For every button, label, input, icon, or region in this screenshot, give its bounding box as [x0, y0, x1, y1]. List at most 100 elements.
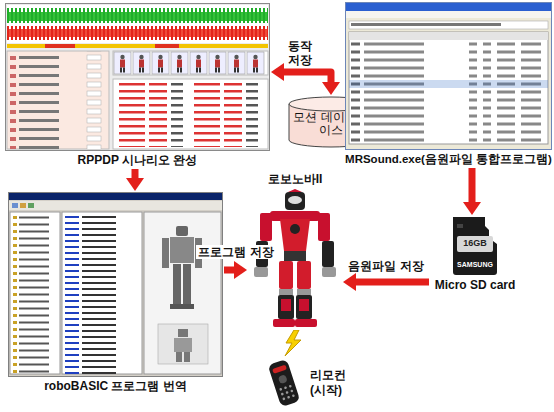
- software-screenshot-part: [349, 21, 548, 29]
- arrow-shaft: [469, 168, 476, 204]
- remote-control-part: [278, 374, 288, 384]
- software-screenshot: roboBASIC 프로그램 번역: [8, 192, 223, 394]
- software-screenshot-part: [12, 203, 18, 208]
- robot-figure-part: [273, 319, 295, 327]
- arrow-head: [126, 178, 144, 191]
- software-screenshot: [5, 3, 270, 151]
- remote-control-part: [268, 359, 301, 407]
- sd-card-part: [457, 236, 493, 252]
- connector-arrow: [224, 261, 247, 279]
- arrow-head: [271, 63, 284, 81]
- software-screenshot-part: [182, 304, 194, 309]
- software-screenshot: [345, 2, 552, 150]
- remote-control-part: [268, 359, 301, 407]
- software-screenshot-part: [173, 264, 181, 304]
- arrow-head: [322, 82, 340, 95]
- connector-arrow: [126, 169, 144, 191]
- card-print: 16GB: [463, 239, 487, 249]
- software-screenshot-part: [170, 237, 194, 263]
- robot-figure-part: [279, 289, 293, 295]
- remote-control-part: [282, 397, 285, 400]
- remote-control-part: [292, 394, 295, 397]
- remote-control-part: [285, 391, 288, 394]
- remote-control-part: [290, 389, 293, 392]
- node-caption: roboBASIC 프로그램 번역: [8, 379, 223, 394]
- software-screenshot-part: [178, 329, 188, 337]
- card-print: SAMSUNG: [457, 261, 493, 269]
- software-screenshot-part: [20, 203, 26, 208]
- connector-arrow: [343, 273, 429, 291]
- software-screenshot-part: [162, 238, 169, 268]
- robot-figure-part: [260, 213, 272, 241]
- robot-figure-part: [285, 192, 305, 210]
- software-screenshot-part: [113, 51, 265, 75]
- sd-card-part: [457, 224, 463, 228]
- software-screenshot: MRSound.exe(음원파일 통합프로그램): [345, 2, 552, 167]
- robot-figure-part: [296, 295, 312, 319]
- edge-label: 음원파일 저장: [346, 259, 425, 273]
- software-screenshot-part: [10, 212, 60, 374]
- software-screenshot-part: [113, 51, 268, 75]
- software-screenshot-part: [170, 304, 182, 309]
- software-screenshot-part: [174, 338, 192, 352]
- robot-figure-part: [299, 299, 309, 311]
- robot-figure-part: [297, 289, 311, 295]
- robot-figure-part: [288, 189, 302, 192]
- robot-figure-part: [295, 319, 317, 327]
- software-screenshot-part: [7, 23, 268, 24]
- remote-control-part: [284, 386, 287, 389]
- software-screenshot-part: [183, 264, 191, 304]
- robot-figure-part: [278, 295, 294, 319]
- software-screenshot-part: [7, 5, 268, 43]
- robot-figure: [248, 189, 342, 329]
- remote-control-part: [281, 392, 284, 395]
- arrow-shaft: [354, 279, 429, 286]
- software-screenshot-part: [6, 4, 270, 151]
- robot-figure-part: [288, 196, 302, 204]
- software-screenshot-part: [176, 352, 182, 362]
- robot-figure-part: [297, 261, 311, 289]
- remote-control-part: [289, 385, 292, 388]
- robot-figure-part: [280, 219, 310, 251]
- software-screenshot-part: [144, 212, 221, 374]
- arrow-head: [234, 261, 247, 279]
- software-screenshot-part: [9, 201, 222, 210]
- remote-control-part: [287, 396, 290, 399]
- software-screenshot-part: [176, 226, 188, 236]
- signal-bolt-part: [285, 330, 301, 356]
- software-screenshot-part: [184, 352, 190, 362]
- software-screenshot-part: [113, 79, 268, 149]
- connector-arrow: [463, 168, 481, 215]
- edge-label: 프로그램 저장: [196, 245, 275, 259]
- robot-figure-part: [318, 213, 330, 241]
- software-screenshot-part: [349, 80, 548, 88]
- sd-card-part: [453, 217, 497, 275]
- robot-figure-part: [281, 299, 291, 311]
- remote-control-part: [272, 365, 287, 374]
- software-screenshot-part: [346, 11, 551, 18]
- robot-figure-part: [290, 224, 300, 234]
- node-caption: 리모컨 (시작): [310, 368, 352, 398]
- software-screenshot-part: [346, 3, 551, 11]
- arrow-head: [343, 273, 356, 291]
- software-screenshot-part: [7, 44, 268, 48]
- remote-control: 리모컨 (시작): [262, 358, 366, 408]
- robot-figure-part: [322, 241, 334, 267]
- node-caption: RPPDP 시나리오 완성: [5, 153, 270, 168]
- robot-figure-part: [322, 267, 336, 277]
- sd-card: Micro SD card: [430, 216, 520, 293]
- signal-bolt: [283, 330, 303, 356]
- connector-arrow: [271, 63, 340, 95]
- software-screenshot-part: [349, 32, 548, 40]
- remote-control-part: [279, 388, 282, 391]
- software-screenshot-part: [10, 212, 60, 374]
- software-screenshot-part: [351, 23, 501, 26]
- software-screenshot-part: [62, 212, 142, 374]
- arrow-head: [463, 202, 481, 215]
- software-screenshot-part: [45, 44, 75, 48]
- software-screenshot-part: [28, 203, 34, 208]
- software-screenshot: [8, 192, 223, 377]
- software-screenshot-part: [349, 32, 548, 144]
- software-screenshot-part: [346, 3, 552, 150]
